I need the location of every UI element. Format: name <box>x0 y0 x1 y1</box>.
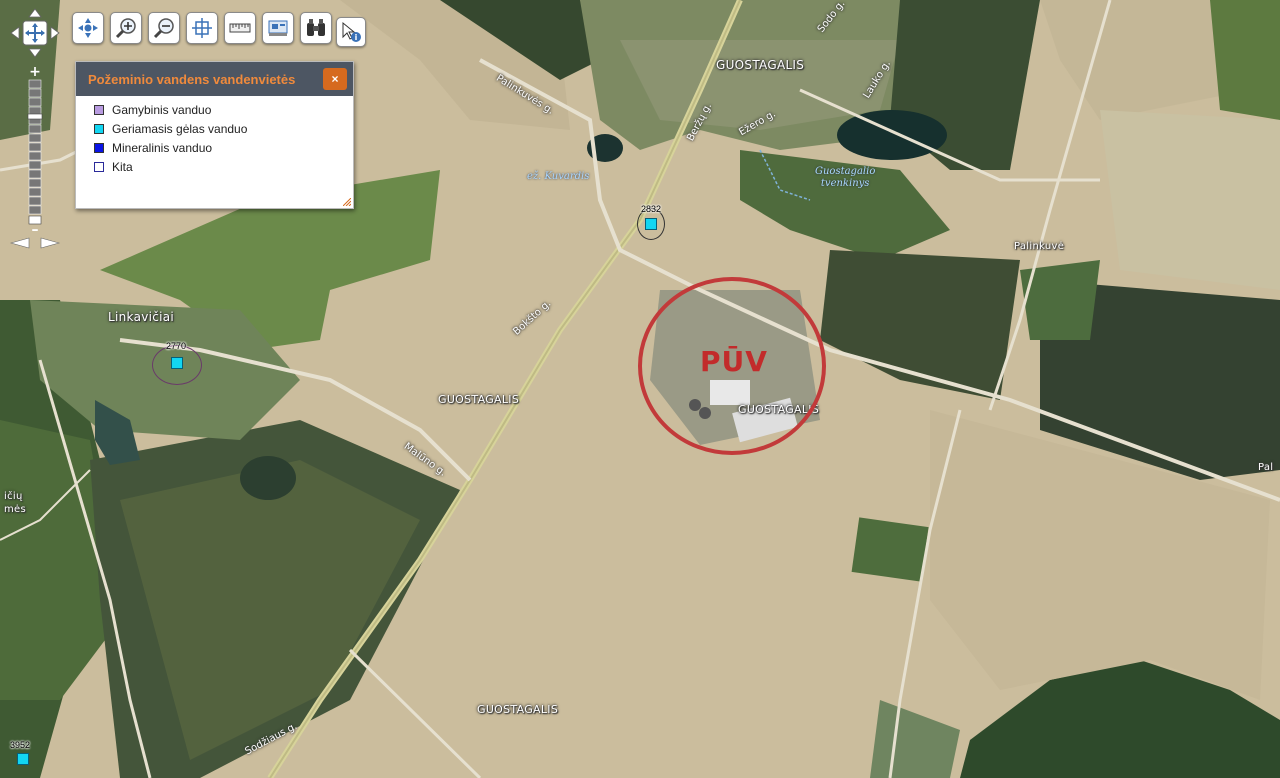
well-buffer-ring <box>152 345 202 385</box>
pan-icon <box>78 18 98 38</box>
legend-item-label: Mineralinis vanduo <box>112 140 213 155</box>
zoom-in-icon <box>115 18 136 39</box>
zoom-out-icon <box>153 18 174 39</box>
zoom-plus-icon: + <box>29 64 41 80</box>
legend-panel: Požeminio vandens vandenvietės × Gamybin… <box>75 61 354 209</box>
legend-title: Požeminio vandens vandenvietės <box>88 71 296 87</box>
place-label-guostagalis-farm: GUOSTAGALIS <box>738 403 820 416</box>
water-label-creek: ež. Kuvardis <box>527 171 590 182</box>
zoom-in-button[interactable] <box>110 12 142 44</box>
pan-up-icon <box>28 8 42 18</box>
legend-item: Geriamasis gėlas vanduo <box>94 119 353 138</box>
legend-item-label: Geriamasis gėlas vanduo <box>112 121 248 136</box>
well-marker-2770[interactable] <box>171 357 183 369</box>
zoom-out-button[interactable] <box>148 12 180 44</box>
place-label-guostagalis-village: GUOSTAGALIS <box>716 58 805 72</box>
pan-left-icon <box>10 26 20 40</box>
print-icon <box>268 20 288 36</box>
legend-swatch <box>94 104 104 115</box>
find-icon <box>307 19 325 36</box>
zoom-handle <box>27 113 43 120</box>
place-label-guostagalis-south: GUOSTAGALIS <box>477 703 559 716</box>
legend-swatch <box>94 142 104 153</box>
legend-swatch <box>94 123 104 134</box>
place-label-edge-right: Pal <box>1258 462 1274 473</box>
close-icon: × <box>331 72 339 86</box>
place-label-guostagalis-center: GUOSTAGALIS <box>438 393 520 406</box>
legend-swatch <box>94 161 104 172</box>
identify-icon: i <box>342 21 361 42</box>
rotate-arrows[interactable] <box>9 236 61 249</box>
svg-text:i: i <box>355 33 358 42</box>
zoom-slider[interactable]: + – <box>27 64 43 238</box>
pan-right-icon <box>50 26 60 40</box>
pan-tool-button[interactable] <box>72 12 104 44</box>
well-id-3952: 3952 <box>10 740 31 750</box>
well-marker-3952[interactable] <box>17 753 29 765</box>
legend-close-button[interactable]: × <box>323 68 347 90</box>
zoom-minus-icon: – <box>32 222 39 236</box>
measure-button[interactable] <box>224 12 256 44</box>
well-id-2770: 2770 <box>166 341 187 351</box>
identify-button[interactable]: i <box>336 17 366 47</box>
legend-item-label: Gamybinis vanduo <box>112 102 212 117</box>
legend-header: Požeminio vandens vandenvietės × <box>76 62 353 96</box>
place-label-palinkuve: Palinkuvė <box>1014 241 1065 252</box>
find-button[interactable] <box>300 12 332 44</box>
well-id-2832: 2832 <box>641 204 662 214</box>
puv-label: PŪV <box>700 345 768 378</box>
legend-list: Gamybinis vanduo Geriamasis gėlas vanduo… <box>76 96 353 176</box>
full-extent-button[interactable] <box>186 12 218 44</box>
place-label-edge-left-1: ičių <box>4 491 23 502</box>
place-label-linkaviciai: Linkavičiai <box>108 310 175 324</box>
pan-down-icon <box>28 48 42 58</box>
resize-grip-icon[interactable] <box>343 198 351 206</box>
pan-control[interactable] <box>8 8 62 58</box>
legend-item: Kita <box>94 157 353 176</box>
arrow-left-icon <box>9 237 30 249</box>
well-marker-2832[interactable] <box>645 218 657 230</box>
legend-item: Gamybinis vanduo <box>94 100 353 119</box>
water-label-pond: Guostagalio tvenkinys <box>815 166 876 189</box>
print-button[interactable] <box>262 12 294 44</box>
well-buffer-ring <box>637 208 665 240</box>
legend-item-label: Kita <box>112 159 133 174</box>
arrow-right-icon <box>40 237 61 249</box>
measure-icon <box>229 23 251 33</box>
place-label-edge-left-2: mės <box>4 504 27 515</box>
full-extent-icon <box>192 18 212 38</box>
legend-item: Mineralinis vanduo <box>94 138 353 157</box>
